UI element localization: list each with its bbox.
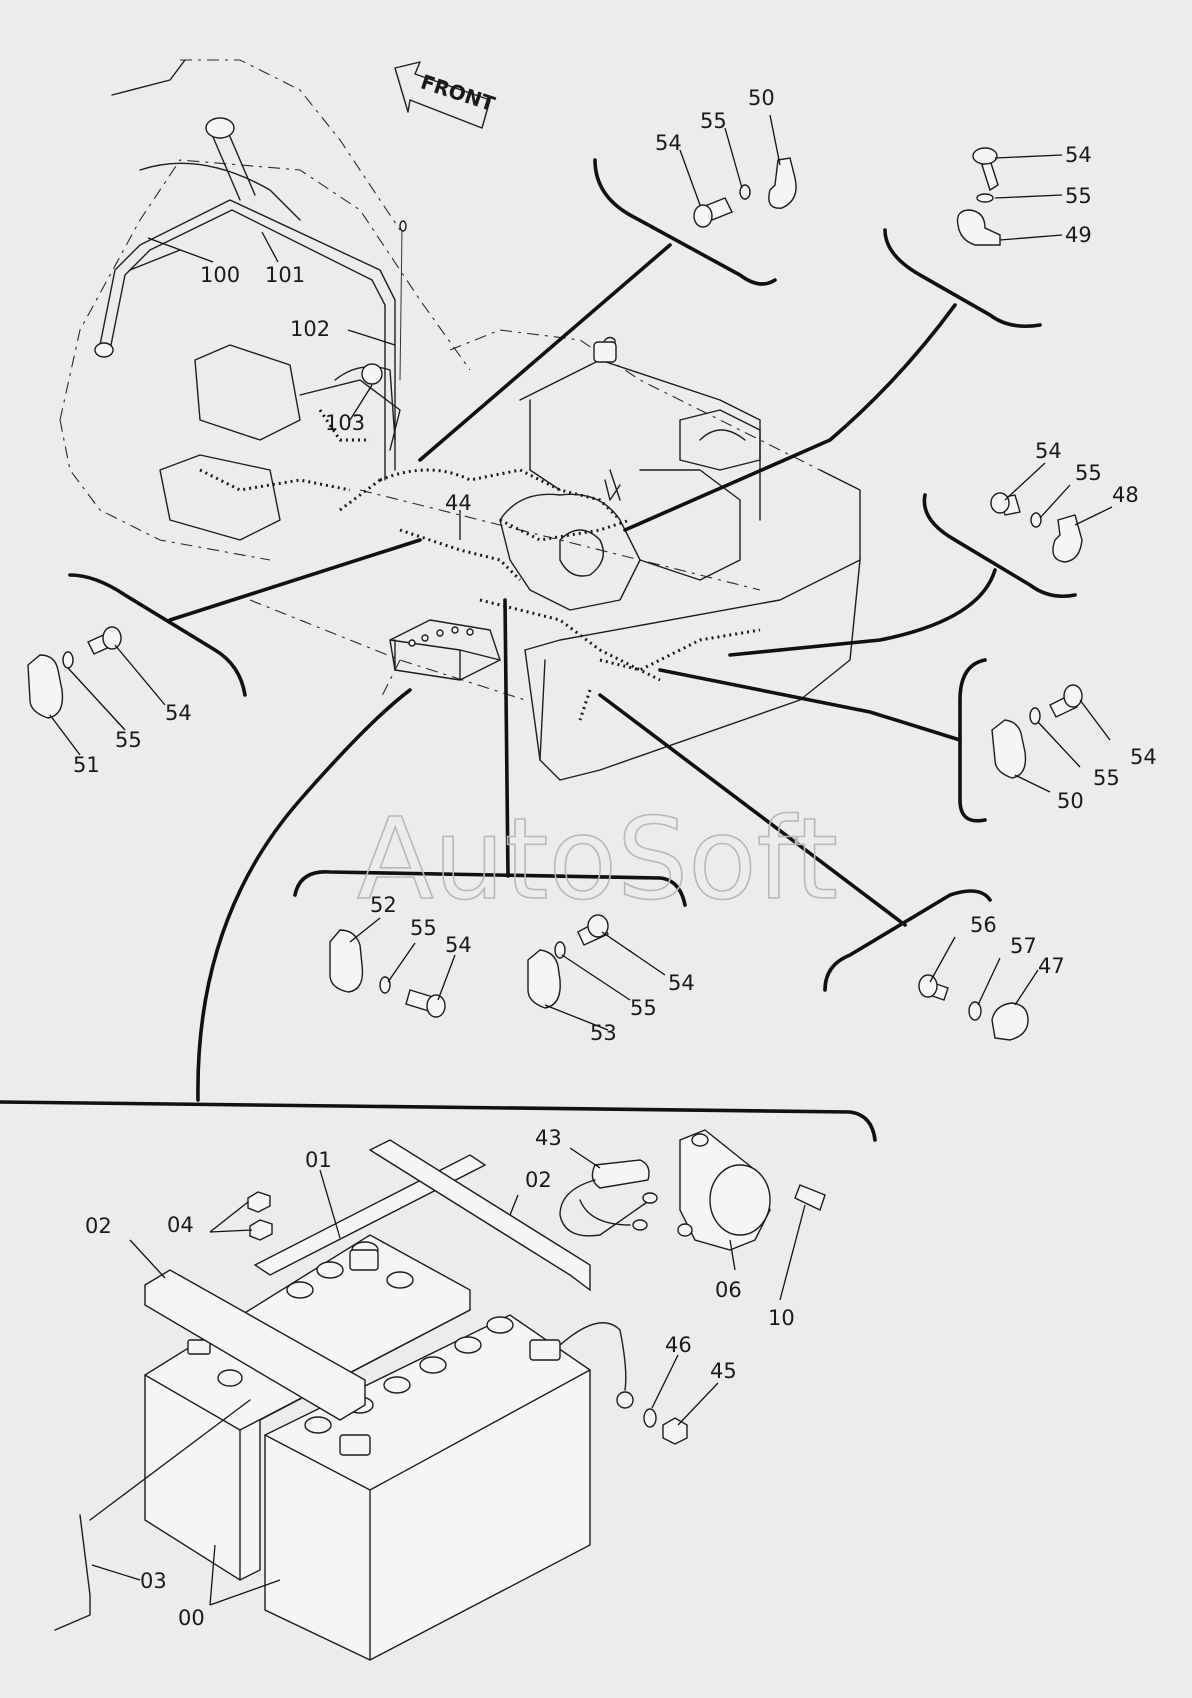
part-label-55: 55: [1065, 184, 1092, 208]
washer-icon: [1029, 707, 1041, 725]
leader-lines: [49, 114, 1113, 1606]
clamp-icon: [27, 654, 64, 719]
washer-icon: [379, 976, 391, 994]
part-label-02: 02: [525, 1168, 552, 1192]
washer-icon: [62, 651, 74, 669]
bolt-icon: [918, 974, 949, 1001]
part-label-02: 02: [85, 1214, 112, 1238]
nut-icon: [662, 1417, 688, 1445]
bolt-icon: [405, 989, 446, 1018]
part-label-56: 56: [970, 913, 997, 937]
washer-icon: [968, 1001, 982, 1021]
part-label-54: 54: [165, 701, 192, 725]
nut-icon: [249, 1219, 273, 1241]
part-label-101: 101: [265, 263, 305, 287]
clamp-icon: [768, 157, 797, 209]
part-label-50: 50: [1057, 789, 1084, 813]
part-label-49: 49: [1065, 223, 1092, 247]
washer-icon: [1030, 512, 1042, 528]
machine-body-drawing: [59, 59, 861, 781]
washer-icon: [643, 1408, 657, 1428]
bolt-icon: [794, 1184, 826, 1211]
part-number-labels: 100 101 102 103 44 54 55 50 54 55 49 54 …: [73, 86, 1157, 1630]
bolt-icon: [693, 197, 733, 228]
part-label-00: 00: [178, 1606, 205, 1630]
part-label-45: 45: [710, 1359, 737, 1383]
part-label-04: 04: [167, 1213, 194, 1237]
part-label-54: 54: [655, 131, 682, 155]
part-label-50: 50: [748, 86, 775, 110]
clamp-icon: [991, 1002, 1029, 1041]
part-label-55: 55: [410, 916, 437, 940]
clamp-icon: [527, 949, 561, 1009]
part-label-54: 54: [668, 971, 695, 995]
battery-assembly-drawing: [54, 1129, 826, 1661]
part-label-46: 46: [665, 1333, 692, 1357]
bolt-icon: [1049, 684, 1083, 718]
part-label-100: 100: [200, 263, 240, 287]
part-label-43: 43: [535, 1126, 562, 1150]
part-label-03: 03: [140, 1569, 167, 1593]
watermark: AutoSoft: [357, 795, 838, 925]
part-label-55: 55: [1093, 766, 1120, 790]
clamp-icon: [991, 719, 1027, 779]
callout-brackets: [0, 158, 1077, 1142]
washer-icon: [976, 193, 994, 203]
clamp-icon: [956, 209, 1001, 246]
part-label-53: 53: [590, 1021, 617, 1045]
part-label-51: 51: [73, 753, 100, 777]
bolt-icon: [87, 626, 122, 655]
part-label-54: 54: [1065, 143, 1092, 167]
front-arrow-icon: FRONT: [394, 61, 498, 129]
clamp-icon: [329, 929, 364, 993]
part-label-55: 55: [1075, 461, 1102, 485]
front-arrow-label: FRONT: [418, 70, 498, 117]
part-label-102: 102: [290, 317, 330, 341]
part-label-10: 10: [768, 1306, 795, 1330]
hardware-parts: [27, 147, 1083, 1041]
part-label-54: 54: [445, 933, 472, 957]
part-label-47: 47: [1038, 954, 1065, 978]
clamp-icon: [1052, 514, 1083, 563]
part-label-48: 48: [1112, 483, 1139, 507]
part-label-55: 55: [700, 109, 727, 133]
part-label-52: 52: [370, 893, 397, 917]
part-label-54: 54: [1035, 439, 1062, 463]
part-label-103: 103: [325, 411, 365, 435]
nut-icon: [247, 1191, 271, 1213]
bolt-icon: [990, 492, 1021, 516]
part-label-06: 06: [715, 1278, 742, 1302]
bolt-icon: [972, 147, 999, 192]
part-label-55: 55: [115, 728, 142, 752]
washer-icon: [739, 184, 751, 200]
part-label-01: 01: [305, 1148, 332, 1172]
part-label-54: 54: [1130, 745, 1157, 769]
part-label-44: 44: [445, 491, 472, 515]
part-label-55: 55: [630, 996, 657, 1020]
bolt-icon: [577, 914, 609, 946]
washer-icon: [554, 941, 566, 959]
part-label-57: 57: [1010, 934, 1037, 958]
